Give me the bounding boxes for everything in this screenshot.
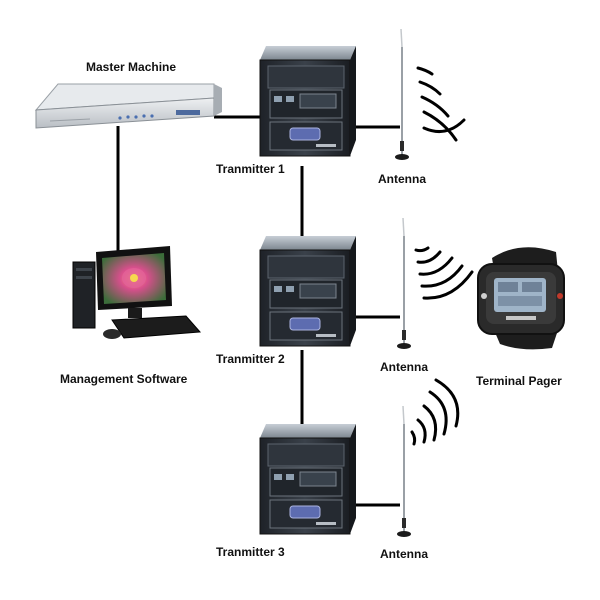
antenna-icon: [394, 28, 410, 161]
terminal-pager-label: Terminal Pager: [476, 374, 562, 388]
antenna-3-label: Antenna: [380, 547, 428, 561]
radio-wave-icon: [416, 66, 466, 142]
management-software-label: Management Software: [60, 372, 188, 386]
transmitter-2-label: Tranmitter 2: [216, 352, 285, 366]
transmitter-cabinet-icon: [259, 423, 357, 535]
desktop-computer-icon: [72, 246, 202, 339]
wristwatch-pager-icon: [477, 247, 565, 350]
transmitter-cabinet-icon: [259, 45, 357, 157]
antenna-2-label: Antenna: [380, 360, 428, 374]
master-machine-label: Master Machine: [86, 60, 177, 74]
antenna-icon: [396, 217, 412, 350]
antenna-icon: [396, 405, 412, 538]
radio-wave-icon: [410, 378, 460, 446]
transmitter-cabinet-icon: [259, 235, 357, 347]
rack-master-device-icon: [34, 83, 222, 129]
antenna-1-label: Antenna: [378, 172, 426, 186]
radio-wave-icon: [414, 246, 474, 300]
connection-lines: [116, 115, 400, 507]
transmitter-3-label: Tranmitter 3: [216, 545, 285, 559]
transmitter-1-label: Tranmitter 1: [216, 162, 285, 176]
